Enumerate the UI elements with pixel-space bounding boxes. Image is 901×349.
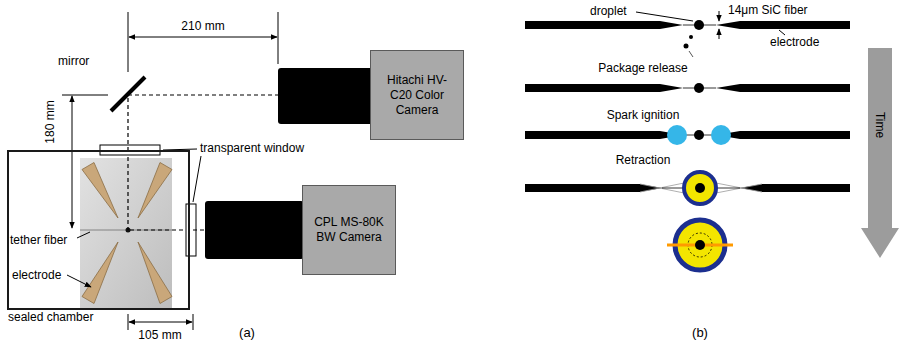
leader-line: [67, 275, 91, 287]
electrode-bar: [525, 131, 683, 139]
stage-label: Package release: [598, 61, 687, 75]
electrode-cone: [138, 163, 172, 219]
needle-line: [689, 51, 693, 57]
flame-ring: [684, 172, 716, 204]
leader-line: [77, 232, 90, 238]
camera-lens: [205, 201, 304, 259]
electrode-cone: [138, 242, 172, 304]
photo-ground: [80, 158, 172, 308]
optical-path: [190, 229, 302, 230]
camera-lens: [278, 68, 374, 124]
part-label: 14μm SiC fiber: [728, 3, 808, 17]
thickness-tick: [719, 29, 720, 39]
retract-trace: [640, 184, 684, 193]
retract-trace: [716, 184, 762, 193]
part-label: tether fiber: [10, 233, 67, 247]
part-label: electrode: [12, 268, 61, 282]
dimension-label: 105 mm: [138, 328, 181, 342]
droplet-dot: [694, 20, 704, 30]
leader-line: [779, 30, 785, 35]
sequence-illustration: [525, 11, 899, 270]
panel-label: (a): [239, 326, 255, 340]
dimension-line: [72, 96, 73, 228]
electrode-bar: [716, 84, 850, 92]
spark-glow: [711, 125, 731, 145]
electrode-bar: [525, 184, 662, 192]
electrode-bar: [525, 21, 683, 29]
dimension-label: 180 mm: [43, 100, 57, 143]
electrode-bar: [716, 131, 850, 139]
electrode-cone: [82, 242, 118, 304]
electrode-bar: [716, 21, 850, 29]
panel-label: (b): [692, 326, 708, 340]
axis-label: Time: [873, 112, 887, 138]
dimension-label: 210 mm: [181, 19, 224, 33]
extension-line: [62, 95, 108, 96]
camera-box: Hitachi HV-C20 Color Camera: [370, 50, 464, 140]
optical-path: [127, 150, 128, 230]
optical-path: [128, 229, 190, 230]
node-text: Hitachi HV-C20 Color Camera: [377, 73, 457, 118]
time-arrow: [861, 48, 899, 258]
leader-line: [636, 12, 693, 21]
stage-label: Spark ignition: [607, 108, 680, 122]
extension-line: [128, 314, 129, 330]
thickness-tick: [719, 11, 720, 21]
leader-line: [193, 156, 201, 202]
spark-glow: [667, 125, 687, 145]
stage-label: Retraction: [616, 153, 671, 167]
extension-line: [193, 314, 194, 330]
retract-trace: [716, 183, 762, 192]
dimension-line: [129, 37, 277, 38]
node-text: sealed chamber: [8, 310, 93, 324]
node-text: CPL MS-80K BW Camera: [309, 215, 389, 245]
part-label: electrode: [770, 35, 819, 49]
droplet-dot: [695, 240, 705, 250]
droplet-dot: [694, 83, 704, 93]
droplet-dot: [694, 130, 704, 140]
chamber-outline: sealed chamber: [7, 150, 190, 310]
chamber-photo: [80, 158, 172, 308]
camera-box: CPL MS-80K BW Camera: [302, 185, 396, 275]
droplet-dot: [689, 35, 693, 39]
electrode-cone: [82, 163, 118, 219]
extension-line: [128, 12, 129, 72]
droplet-dot: [684, 44, 689, 49]
extension-line: [278, 12, 279, 64]
part-label: droplet: [590, 4, 627, 18]
dimension-line: [129, 322, 192, 323]
electrode-bar: [525, 84, 683, 92]
part-label: mirror: [58, 54, 89, 68]
droplet-dot: [695, 183, 705, 193]
retract-trace: [640, 183, 684, 192]
part-label: transparent window: [200, 141, 304, 155]
